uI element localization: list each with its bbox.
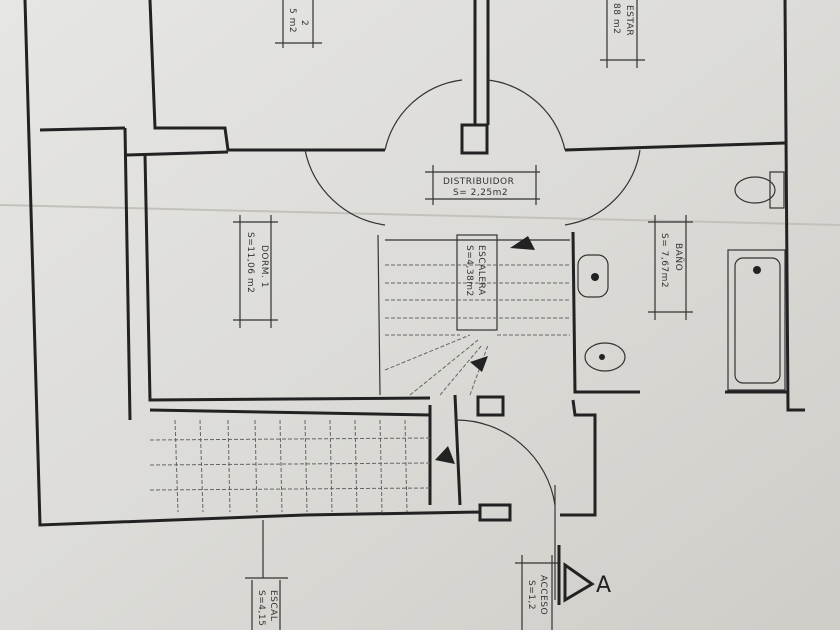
room-label-dorm2-area: 5 m2 <box>287 8 297 33</box>
room-label-estar-area: 88 m2 <box>611 3 621 34</box>
walls <box>23 0 805 527</box>
room-label-escal-lower-name: ESCAL <box>268 590 278 621</box>
stair-arrow-icon <box>470 356 488 372</box>
stairs <box>149 234 570 513</box>
section-arrow-icon <box>563 562 595 603</box>
room-label-dorm1-name: DORM. 1 <box>259 245 269 288</box>
section-label: A <box>596 573 611 598</box>
sink-icon <box>577 254 609 298</box>
room-label-bano-area: S= 7,67m2 <box>659 233 669 288</box>
room-label-escal-lower-area: S=4,15 <box>256 590 266 626</box>
section-marker: A <box>557 545 611 605</box>
toilet-icon <box>734 176 776 204</box>
bidet-icon <box>584 342 626 372</box>
dimension-lines <box>233 0 693 630</box>
stair-arrow-icon <box>510 236 535 250</box>
bathtub-icon <box>727 249 786 391</box>
room-labels: 2 5 m2 ESTAR 88 m2 DISTRIBUIDOR S= 2,25m… <box>245 3 684 626</box>
room-label-acceso-area: S=1,2 <box>526 580 536 610</box>
room-label-bano-name: BAÑO <box>673 243 684 271</box>
room-label-dorm1-area: S=11,06 m2 <box>245 232 255 293</box>
room-label-distribuidor-name: DISTRIBUIDOR <box>443 177 514 187</box>
room-label-escalera-name: ESCALERA <box>476 245 486 296</box>
bathroom-fixtures <box>577 171 786 391</box>
room-label-acceso-name: ACCESO <box>538 575 548 615</box>
room-label-escalera-area: S=4,38m2 <box>464 245 474 297</box>
room-label-dorm2-name: 2 <box>299 20 309 26</box>
room-label-distribuidor-area: S= 2,25m2 <box>453 188 508 198</box>
paper-fold <box>0 204 840 226</box>
stair-arrow-icon <box>435 446 455 464</box>
doors <box>304 79 641 600</box>
room-label-estar-name: ESTAR <box>624 5 634 36</box>
